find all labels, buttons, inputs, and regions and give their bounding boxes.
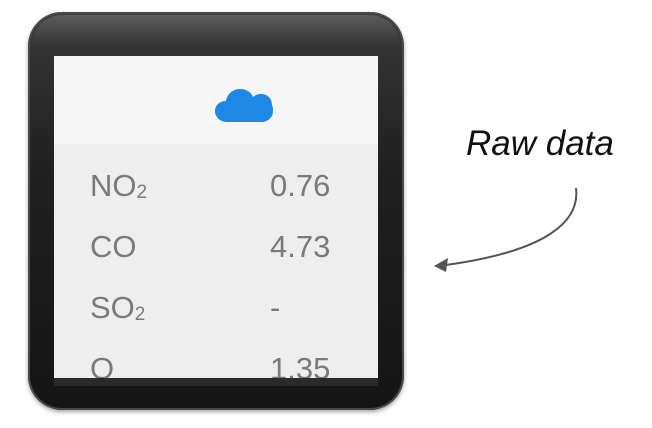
screen-header [54,56,378,144]
annotation-arrow-icon [434,187,578,272]
reading-label: SO2 [90,290,146,325]
reading-value: - [270,290,281,325]
cloud-icon [215,89,273,122]
bezel-highlight [32,15,400,45]
smartwatch-device: NO2 0.76 CO 4.73 SO2 - O 1.35 [28,12,404,410]
watch-screen[interactable]: NO2 0.76 CO 4.73 SO2 - O 1.35 [54,56,378,386]
annotation-label: Raw data [466,124,614,163]
reading-value: 4.73 [270,229,331,264]
screen-bottom-edge [54,378,378,386]
reading-row-so2: SO2 - [54,286,378,330]
reading-label: NO2 [90,168,148,203]
reading-value: 0.76 [270,168,331,203]
reading-row-no2: NO2 0.76 [54,164,378,208]
reading-row-co: CO 4.73 [54,225,378,269]
reading-label: CO [90,229,137,264]
